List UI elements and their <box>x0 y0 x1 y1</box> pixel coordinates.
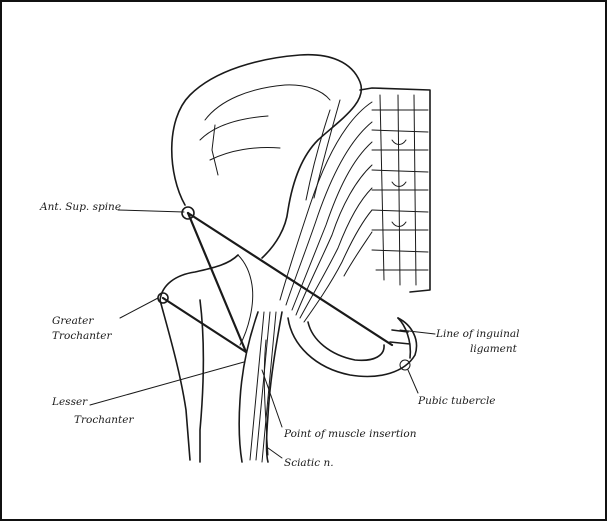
label-lesser-trochanter-2: Trochanter <box>74 414 134 426</box>
iliopsoas-tendon <box>239 312 282 462</box>
label-line-inguinal-2: ligament <box>470 343 518 355</box>
pubis <box>288 318 416 376</box>
label-sciatic-n: Sciatic n. <box>284 457 334 469</box>
label-line-inguinal-1: Line of inguinal <box>435 328 520 340</box>
construction-lines <box>163 213 392 352</box>
label-point-muscle-insertion: Point of muscle insertion <box>283 428 417 440</box>
label-greater-trochanter-2: Trochanter <box>52 330 112 342</box>
label-greater-trochanter-1: Greater <box>52 315 94 327</box>
spine-to-lesser-line <box>188 213 246 352</box>
label-ant-sup-spine: Ant. Sup. spine <box>39 201 121 213</box>
ilium <box>172 55 362 258</box>
label-lesser-trochanter-1: Lesser <box>51 396 88 408</box>
label-pubic-tubercle: Pubic tubercle <box>417 395 496 407</box>
